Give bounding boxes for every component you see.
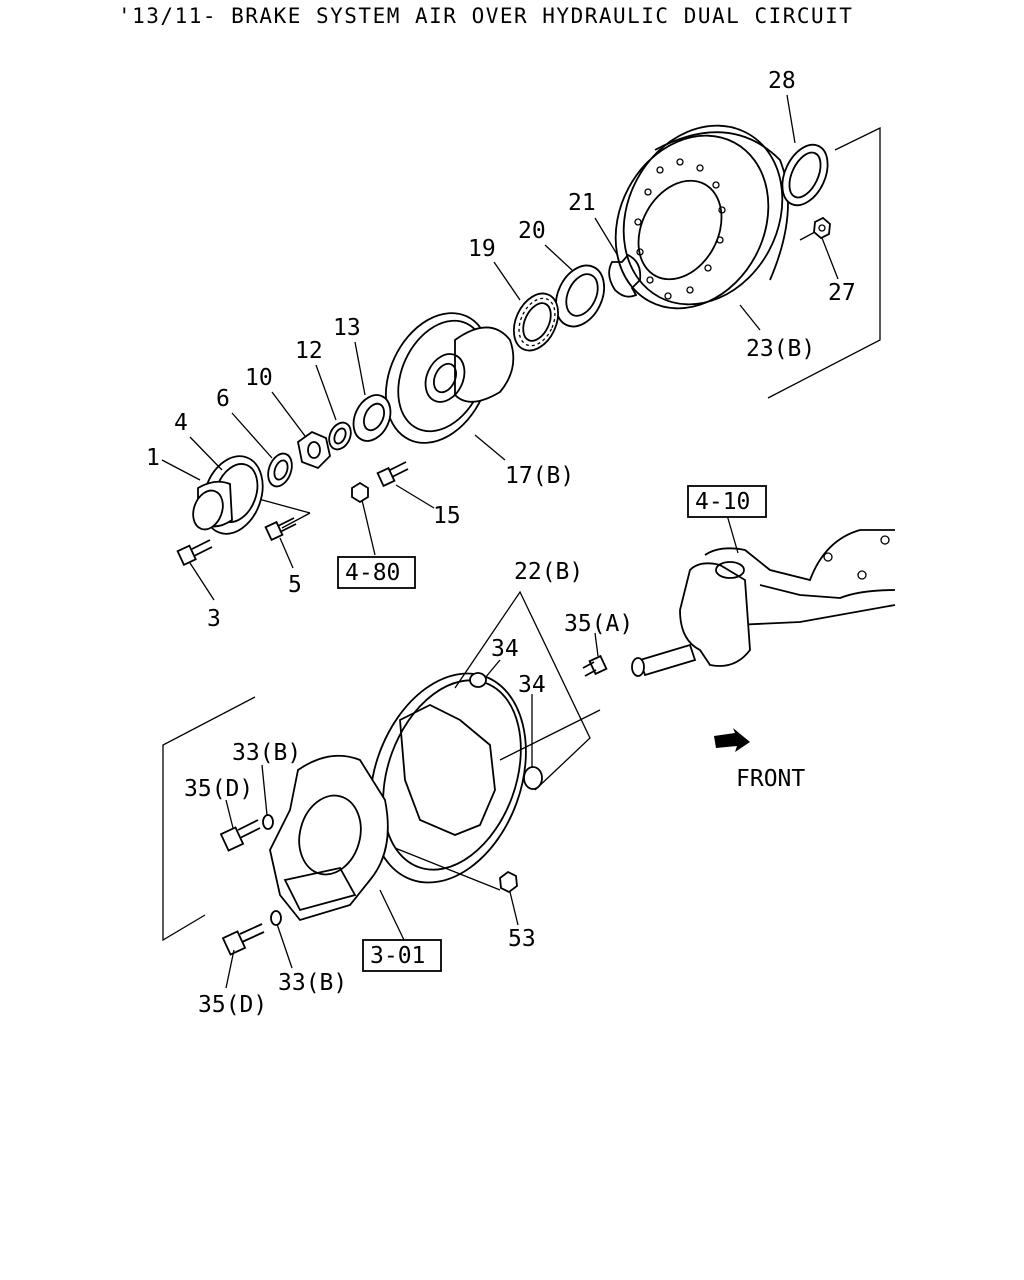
drum-stud-holes	[634, 158, 726, 300]
reference-label: 4-10	[695, 489, 750, 515]
bearing-19	[512, 292, 560, 352]
callout-3: 3	[207, 606, 221, 632]
callout-34-lower: 34	[518, 672, 546, 698]
bolt-5	[264, 517, 297, 542]
bearing-13	[352, 394, 392, 442]
callout-4: 4	[174, 410, 188, 436]
front-label: FRONT	[736, 766, 805, 792]
part-callouts: 28 27 21 20 19 23(B) 13 12 10 6 4 1 17(B…	[146, 68, 856, 1018]
callout-6: 6	[216, 386, 230, 412]
snap-ring-21	[608, 253, 642, 298]
diagram-title: '13/11- BRAKE SYSTEM AIR OVER HYDRAULIC …	[118, 4, 854, 28]
bolt-35a	[582, 654, 608, 677]
callout-35a: 35(A)	[564, 611, 633, 637]
bearing-20	[555, 264, 605, 328]
callout-22b: 22(B)	[514, 559, 583, 585]
reference-box-4-10[interactable]: 4-10	[687, 485, 767, 518]
callout-15: 15	[433, 503, 461, 529]
nut-10	[297, 430, 331, 470]
bolt-35d-bottom	[221, 923, 265, 956]
callout-17b: 17(B)	[505, 463, 574, 489]
callout-21: 21	[568, 190, 596, 216]
callout-5: 5	[288, 572, 302, 598]
axle-knuckle	[631, 529, 896, 677]
leader-lines	[161, 94, 839, 989]
backing-plate	[369, 672, 543, 884]
callout-33b-top: 33(B)	[232, 740, 301, 766]
seal-ring-28	[781, 143, 829, 207]
wheel-hub	[384, 312, 515, 444]
washer-33b-top	[262, 814, 274, 830]
reference-box-4-80[interactable]: 4-80	[337, 556, 416, 589]
callout-53: 53	[508, 926, 536, 952]
reference-label: 3-01	[370, 943, 425, 969]
callout-35d-bottom: 35(D)	[198, 992, 267, 1018]
washer-12	[328, 421, 352, 451]
upper-bracket-lines	[254, 126, 881, 529]
callout-27: 27	[828, 280, 856, 306]
callout-13: 13	[333, 315, 361, 341]
hub-cap	[192, 455, 264, 535]
lock-plate-6	[267, 452, 293, 488]
bolt-3	[176, 539, 213, 566]
lower-bracket-lines	[162, 590, 601, 942]
callout-35d-top: 35(D)	[184, 776, 253, 802]
reference-box-3-01[interactable]: 3-01	[362, 939, 442, 972]
front-arrow-icon	[714, 728, 750, 752]
callout-10: 10	[245, 365, 273, 391]
callout-33b-bottom: 33(B)	[278, 970, 347, 996]
reference-label: 4-80	[345, 560, 400, 586]
hub-bolt-15	[351, 461, 409, 504]
nut-27	[813, 216, 831, 240]
callout-12: 12	[295, 338, 323, 364]
washer-33b-bottom	[270, 910, 282, 926]
callout-19: 19	[468, 236, 496, 262]
bolt-35d-top	[219, 819, 261, 852]
callout-28: 28	[768, 68, 796, 94]
callout-23b: 23(B)	[746, 336, 815, 362]
callout-34-upper: 34	[491, 636, 519, 662]
callout-1: 1	[146, 445, 160, 471]
brake-drum	[614, 124, 789, 310]
callout-20: 20	[518, 218, 546, 244]
nut-53	[499, 870, 518, 894]
bracket-plate	[269, 754, 389, 922]
